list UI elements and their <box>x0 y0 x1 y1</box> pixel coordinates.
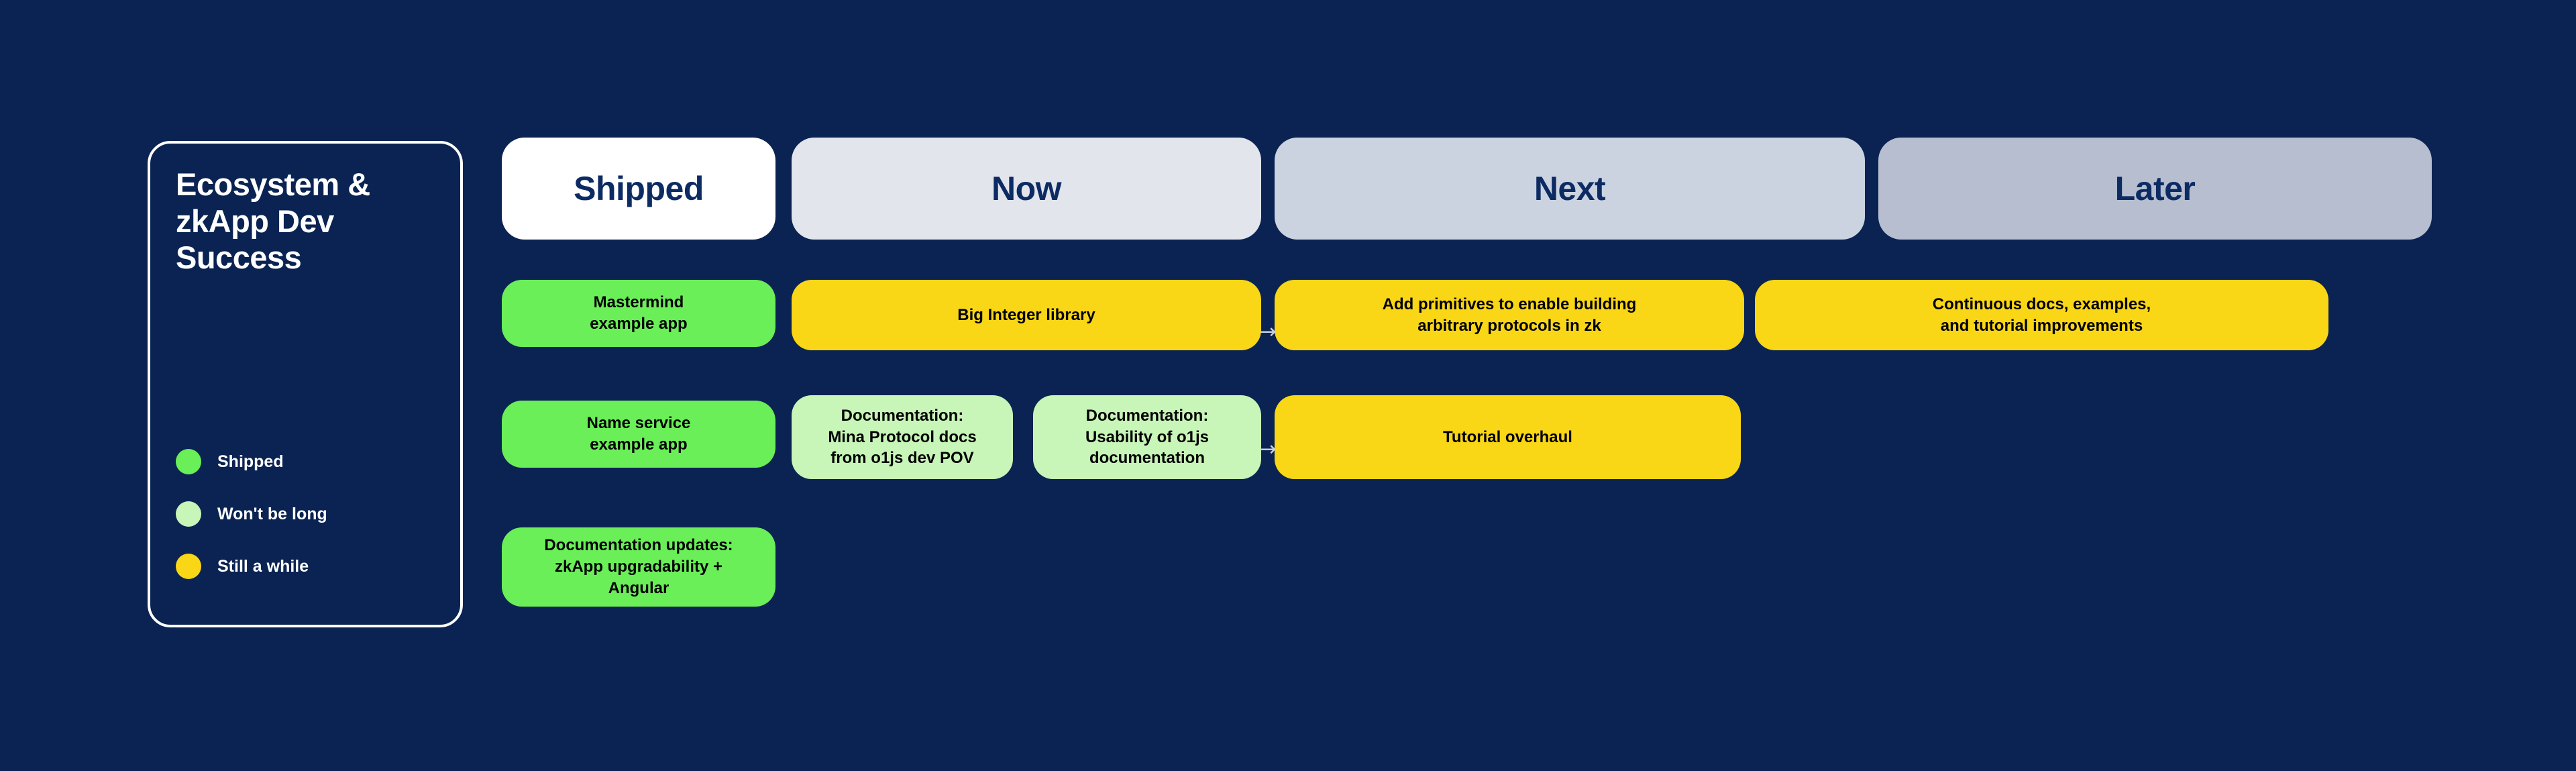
legend-item-shipped: Shipped <box>176 435 431 488</box>
legend-list: Shipped Won't be long Still a while <box>176 435 431 593</box>
column-header-now: Now <box>792 138 1261 240</box>
roadmap-card-mastermind-example-app[interactable]: Mastermind example app <box>502 280 775 347</box>
column-header-next: Next <box>1275 138 1865 240</box>
status-dot-wont-be-long-icon <box>176 501 201 527</box>
legend-item-wont-be-long: Won't be long <box>176 488 431 540</box>
legend-label-still-a-while: Still a while <box>217 556 309 576</box>
legend-item-still-a-while: Still a while <box>176 540 431 593</box>
roadmap-card-name-service-example-app[interactable]: Name service example app <box>502 401 775 468</box>
roadmap-card-continuous-docs[interactable]: Continuous docs, examples, and tutorial … <box>1755 280 2328 350</box>
status-dot-still-a-while-icon <box>176 554 201 579</box>
roadmap-card-documentation-updates-upgradability-angular[interactable]: Documentation updates: zkApp upgradabili… <box>502 527 775 607</box>
column-header-later: Later <box>1878 138 2432 240</box>
roadmap-card-big-integer-library[interactable]: Big Integer library <box>792 280 1261 350</box>
column-header-shipped: Shipped <box>502 138 775 240</box>
status-dot-shipped-icon <box>176 449 201 474</box>
flow-arrow-right-icon-row2: → <box>1259 438 1277 461</box>
legend-label-wont-be-long: Won't be long <box>217 504 327 523</box>
page-title: Ecosystem & zkApp Dev Success <box>176 166 370 276</box>
category-legend-panel: Ecosystem & zkApp Dev Success Shipped Wo… <box>148 141 463 627</box>
roadmap-card-documentation-usability-o1js[interactable]: Documentation: Usability of o1js documen… <box>1033 395 1261 479</box>
legend-label-shipped: Shipped <box>217 452 284 471</box>
roadmap-card-tutorial-overhaul[interactable]: Tutorial overhaul <box>1275 395 1741 479</box>
roadmap-card-documentation-mina-protocol-docs[interactable]: Documentation: Mina Protocol docs from o… <box>792 395 1013 479</box>
roadmap-card-add-primitives[interactable]: Add primitives to enable building arbitr… <box>1275 280 1744 350</box>
flow-arrow-right-icon-row1: → <box>1259 320 1277 344</box>
